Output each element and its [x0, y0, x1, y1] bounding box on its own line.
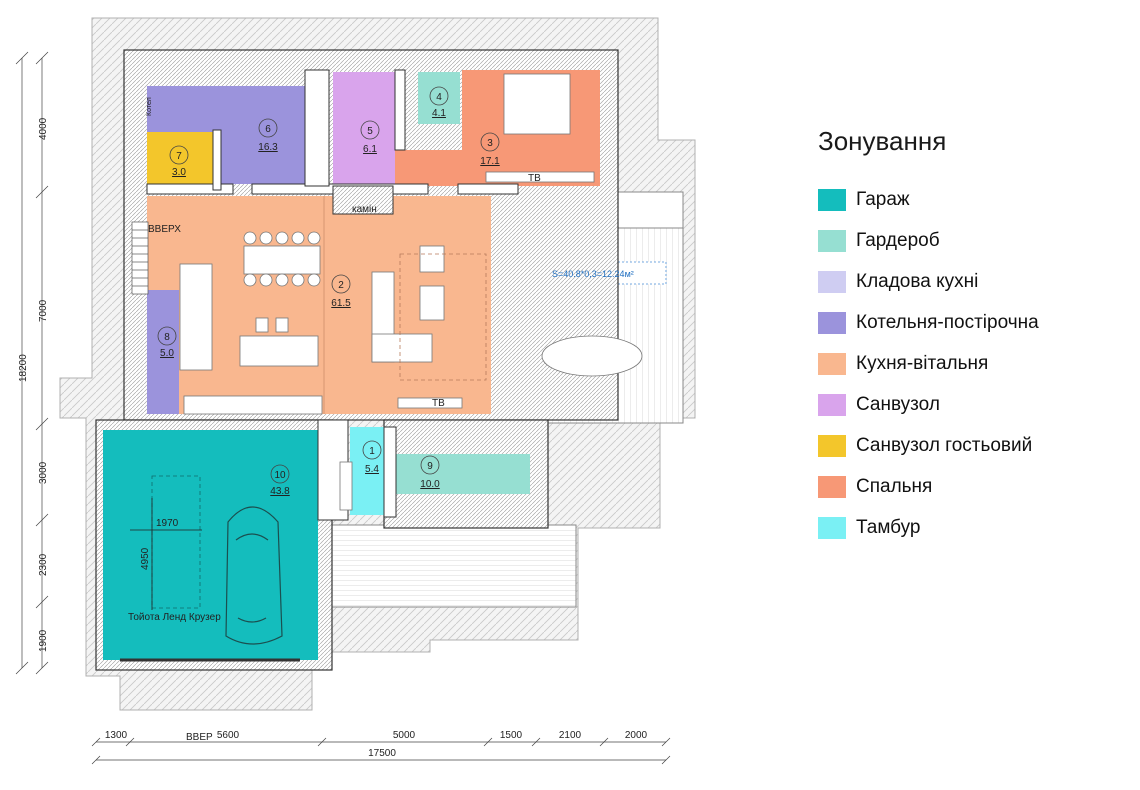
terrace-area-label: S=40.8*0,3=12.24м²: [552, 269, 634, 279]
dim-bottom-2: 5600: [217, 730, 240, 741]
room-1-area: 5.4: [365, 464, 379, 475]
stairs-up-label: ВВЕРХ: [148, 224, 181, 235]
room-labels: [157, 86, 500, 484]
legend-swatch: [818, 393, 846, 416]
dim-bottom-6: 2000: [625, 730, 648, 741]
dim-bottom-1: 1300: [105, 730, 128, 741]
dim-bottom-5: 2100: [559, 730, 582, 741]
legend-swatch: [818, 475, 846, 498]
legend-swatch: [818, 516, 846, 539]
fireplace-label: камін: [352, 204, 377, 215]
legend-item-guest-bathroom: Санвузол гостьовий: [818, 425, 1118, 466]
legend-label: Кладова кухні: [856, 270, 979, 292]
stairs: [131, 221, 149, 295]
car-label: Тойота Ленд Крузер: [128, 612, 221, 623]
legend-item-kitchen-living: Кухня-вітальня: [818, 343, 1118, 384]
fireplace-block: [332, 185, 394, 215]
room-guest-wc: [147, 132, 213, 188]
legend-item-boiler-laundry: Котельня-постірочна: [818, 302, 1118, 343]
room-wardrobe-small: [418, 72, 460, 124]
legend-item-wardrobe: Гардероб: [818, 220, 1118, 261]
dim-bottom-total: 17500: [368, 748, 396, 759]
dim-left-total: 18200: [18, 354, 29, 382]
legend-item-vestibule: Тамбур: [818, 507, 1118, 548]
room-3-num: 3: [487, 138, 493, 149]
legend-swatch: [818, 434, 846, 457]
legend-label: Санвузол гостьовий: [856, 434, 1033, 456]
legend-label: Санвузол: [856, 393, 940, 415]
legend-label: Кухня-вітальня: [856, 352, 989, 374]
room-1-num: 1: [369, 446, 375, 457]
tv-bedroom-label: ТВ: [528, 173, 541, 184]
legend-label: Тамбур: [856, 516, 921, 538]
room-4-area: 4.1: [432, 108, 446, 119]
legend-item-bathroom: Санвузол: [818, 384, 1118, 425]
room-9-num: 9: [427, 461, 433, 472]
room-7-area: 3.0: [172, 167, 186, 178]
tv-living-label: ТВ: [432, 398, 445, 409]
dashed-rug: [399, 253, 487, 381]
legend-label: Спальня: [856, 475, 933, 497]
room-2-area: 61.5: [331, 298, 351, 309]
legend-swatch: [818, 352, 846, 375]
room-3-area: 17.1: [480, 156, 500, 167]
zoning-legend: Зонування Гараж Гардероб Кладова кухні К…: [818, 120, 1118, 548]
dim-left-4: 2300: [38, 553, 49, 576]
legend-title: Зонування: [818, 126, 947, 156]
legend-swatch: [818, 188, 846, 211]
legend-item-bedroom: Спальня: [818, 466, 1118, 507]
room-bathroom: [333, 72, 395, 184]
car-length-label: 4950: [140, 547, 151, 570]
dim-bottom-4: 1500: [500, 730, 523, 741]
room-10-area: 43.8: [270, 486, 290, 497]
dimension-lines-left: [15, 51, 49, 675]
car-outline: [225, 506, 283, 645]
legend-swatch: [818, 270, 846, 293]
room-8-area: 5.0: [160, 348, 174, 359]
room-5-area: 6.1: [363, 144, 377, 155]
legend-item-kitchen-pantry: Кладова кухні: [818, 261, 1118, 302]
legend-label: Гараж: [856, 188, 910, 210]
boiler-label: Котел: [146, 97, 153, 116]
room-garage: [103, 430, 318, 660]
dimension-lines-bottom: [91, 737, 671, 765]
car-width-label: 1970: [156, 518, 179, 529]
floor-plan: 1 5.4 2 61.5 3 17.1 4 4.1 5 6.1 6 16.3 7…: [15, 17, 696, 765]
room-pantry: [147, 290, 179, 414]
room-7-num: 7: [176, 151, 182, 162]
room-9-area: 10.0: [420, 479, 440, 490]
dim-left-5: 1900: [38, 629, 49, 652]
room-6-area: 16.3: [258, 142, 278, 153]
legend-item-garage: Гараж: [818, 179, 1118, 220]
room-4-num: 4: [436, 92, 442, 103]
legend-swatch: [818, 311, 846, 334]
legend-swatch: [818, 229, 846, 252]
room-10-num: 10: [274, 470, 286, 481]
room-wardrobe: [396, 454, 530, 494]
room-2-num: 2: [338, 280, 344, 291]
room-5-num: 5: [367, 126, 373, 137]
room-6-num: 6: [265, 124, 271, 135]
dim-left-3: 3000: [38, 461, 49, 484]
legend-label: Гардероб: [856, 229, 940, 251]
furniture: [179, 73, 643, 511]
dim-left-2: 7000: [38, 299, 49, 322]
legend-label: Котельня-постірочна: [856, 311, 1039, 333]
stairs-up-bottom-label: ВВЕР: [186, 732, 213, 743]
dim-bottom-3: 5000: [393, 730, 416, 741]
room-8-num: 8: [164, 332, 170, 343]
porch-deck: [331, 524, 577, 608]
dim-left-1: 4000: [38, 117, 49, 140]
